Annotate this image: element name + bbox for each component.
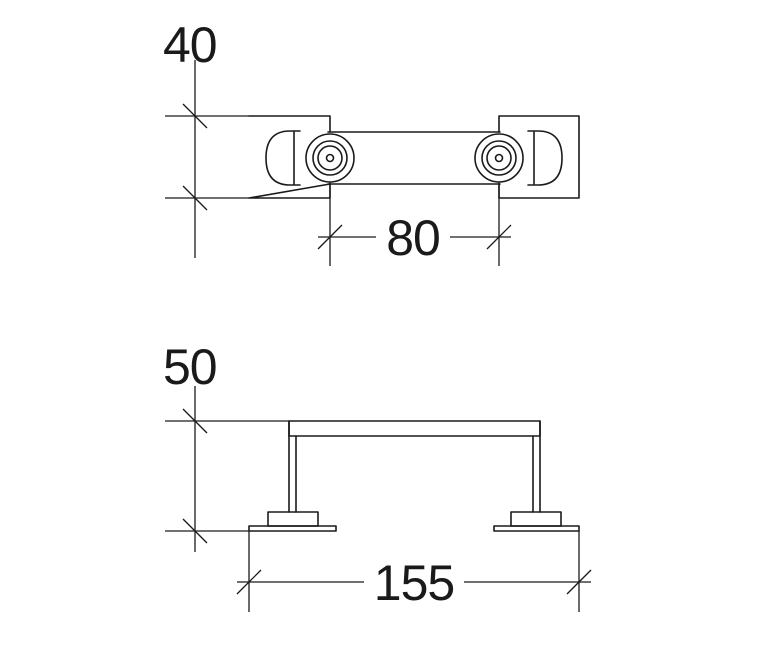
- left-leg: [288, 420, 297, 513]
- right-base: [493, 511, 580, 532]
- dimension-width-155: 155: [236, 531, 592, 612]
- top-view: [248, 115, 580, 199]
- dimension-label-155: 155: [374, 555, 454, 611]
- right-end-cap: [527, 130, 563, 186]
- left-screw-boss: [305, 133, 355, 183]
- dimension-label-50: 50: [163, 339, 217, 395]
- side-view: [248, 420, 580, 532]
- top-bar-body: [327, 131, 501, 185]
- left-end-cap: [265, 130, 301, 186]
- dimension-spacing-80: 80: [317, 182, 512, 266]
- right-leg: [532, 420, 541, 513]
- left-base: [248, 511, 337, 532]
- dimension-label-40: 40: [163, 17, 217, 73]
- right-screw-boss: [474, 133, 524, 183]
- dimension-label-80: 80: [386, 210, 440, 266]
- side-bar-top: [288, 420, 541, 437]
- dimension-height-50: 50: [163, 339, 289, 552]
- dimension-height-40: 40: [163, 17, 249, 258]
